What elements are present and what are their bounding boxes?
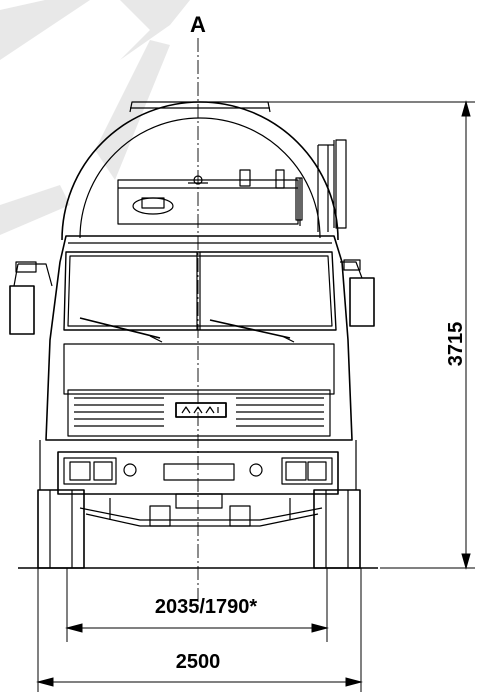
track-width-label: 2035/1790* [155,596,258,618]
right-mirror [340,259,375,327]
dimension-lines [36,100,475,692]
windshield [63,251,337,331]
watermark [0,0,190,235]
left-wheel [37,489,85,569]
right-wheel [313,489,361,569]
emblem [175,402,227,418]
cab [45,235,353,441]
overall-width-label: 2500 [176,651,221,673]
left-wiper [79,317,161,339]
view-label: A [190,12,206,37]
right-wiper [209,319,291,339]
right-headlight [281,457,333,485]
ladder [317,139,347,232]
grille [74,397,324,427]
tank [61,101,339,241]
front-axle [79,493,323,527]
left-mirror [9,261,53,335]
left-headlight [63,457,117,485]
height-dimension-label: 3715 [445,322,467,367]
